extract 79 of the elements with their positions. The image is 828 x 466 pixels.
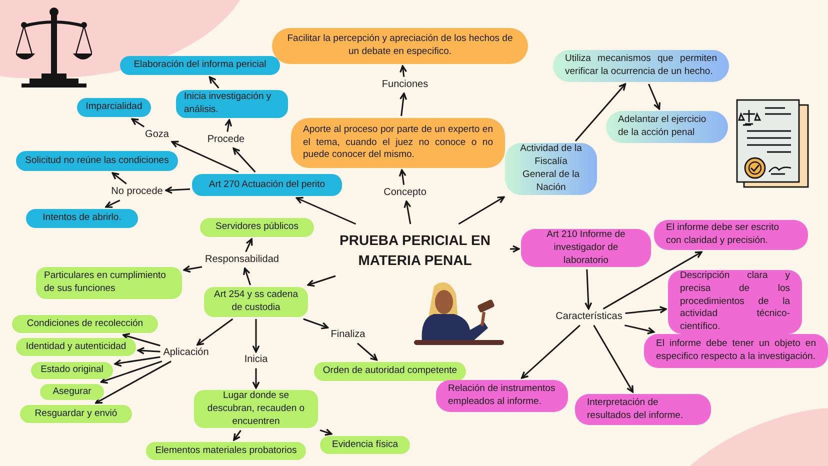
arrow xyxy=(624,324,655,334)
arrow xyxy=(105,200,120,208)
concept-pill: Solicitud no reúne las condiciones xyxy=(16,151,178,171)
concept-pill: Asegurar xyxy=(40,384,104,400)
concept-pill: Lugar donde se descubran, recauden o encuentren xyxy=(194,390,318,428)
arrow xyxy=(171,140,239,173)
concept-pill: Identidad y autenticidad xyxy=(16,338,136,356)
link-label: Concepto xyxy=(382,186,428,200)
concept-pill: Particulares en cumplimiento de sus funciones xyxy=(36,267,182,299)
concept-pill: Descripción clara y precisa de los procedimientos de la actividad técnico-científico. xyxy=(668,270,802,334)
arrow xyxy=(114,356,160,367)
arrow xyxy=(165,186,190,194)
link-label: Goza xyxy=(144,128,170,142)
arrow xyxy=(398,169,406,185)
concept-pill: Adelantar el ejercicio de la acción penal xyxy=(606,111,728,143)
link-label: Funciones xyxy=(380,78,430,92)
arrow xyxy=(510,245,520,253)
arrow xyxy=(208,76,220,88)
link-label: Características xyxy=(554,310,624,324)
concept-pill: El informe debe tener un objeto en especifico respecto a la investigación. xyxy=(644,334,828,368)
concept-pill: Servidores públicos xyxy=(200,218,314,237)
arrow xyxy=(183,265,202,273)
concept-pill: Evidencia física xyxy=(320,436,410,454)
link-label: Aplicación xyxy=(162,346,210,360)
concept-pill: Inicia investigación y análisis. xyxy=(176,90,288,118)
concept-pill: Imparcialidad xyxy=(77,98,151,117)
arrow xyxy=(100,360,162,384)
concept-pill: Interpretación de resultados del informe. xyxy=(575,394,711,425)
arrow xyxy=(232,148,256,172)
arrow xyxy=(112,172,127,184)
concept-pill: Intentos de abrirlo. xyxy=(26,209,138,228)
arrow xyxy=(648,84,661,110)
arrow xyxy=(320,428,332,436)
concept-pill: Actividad de la Fiscalía General de la Nación xyxy=(505,143,597,195)
arrow xyxy=(303,318,329,330)
arrow xyxy=(307,275,336,287)
arrow xyxy=(404,200,412,224)
arrow xyxy=(122,332,160,346)
concept-pill: Art 210 Informe de investigador de laboratorio xyxy=(521,229,651,268)
arrow xyxy=(521,324,580,379)
link-label: Inicia xyxy=(243,354,269,366)
arrow xyxy=(137,346,160,355)
arrow xyxy=(252,368,260,389)
concept-pill: Aporte al proceso por parte de un experto en el tema, cuando el juez no conoce o no puede conocer del mismo. xyxy=(291,118,505,168)
concept-pill: Estado original xyxy=(31,362,113,379)
concept-pill: Resguardar y envió xyxy=(20,405,132,423)
concept-pill: Utiliza mecanismos que permiten verificar la ocurrencia de un hecho. xyxy=(553,50,729,82)
arrow xyxy=(95,360,172,404)
arrow xyxy=(252,319,260,353)
arrow xyxy=(245,238,253,252)
arrow xyxy=(233,430,242,441)
arrow xyxy=(602,251,702,310)
concept-pill: Art 254 y ss cadena de custodia xyxy=(204,287,308,317)
arrow xyxy=(584,269,592,310)
link-label: Procede xyxy=(206,134,246,146)
concept-pill: Elementos materiales probatorios xyxy=(146,442,306,460)
concept-pill: Elaboración del informa pericial xyxy=(120,56,280,75)
concept-pill: Art 270 Actuación del perito xyxy=(192,174,342,196)
arrow xyxy=(400,65,408,77)
concept-pill: Relación de instrumentos empleados al informe. xyxy=(436,380,568,412)
arrow xyxy=(224,119,232,132)
arrow xyxy=(196,318,234,346)
concept-pill: Condiciones de recolección xyxy=(12,315,158,333)
link-label: No procede xyxy=(110,186,164,198)
arrow xyxy=(400,92,408,116)
arrow xyxy=(458,196,505,225)
arrow xyxy=(357,342,378,361)
arrow xyxy=(243,268,252,286)
arrow xyxy=(131,118,144,128)
arrow xyxy=(574,83,626,142)
concept-pill: El informe debe ser escrito con claridad y precisión. xyxy=(654,220,808,250)
title-text: PRUEBA PERICIAL EN MATERIA PENAL xyxy=(322,226,508,274)
arrow xyxy=(593,324,634,393)
link-label: Finaliza xyxy=(330,328,366,342)
concept-pill: Orden de autoridad competente xyxy=(314,362,466,381)
link-label: Responsabilidad xyxy=(204,254,280,266)
arrow xyxy=(296,196,356,225)
arrow xyxy=(625,306,667,314)
concept-pill: Facilitar la percepción y apreciación de los hechos de un debate en especifico. xyxy=(272,28,528,64)
